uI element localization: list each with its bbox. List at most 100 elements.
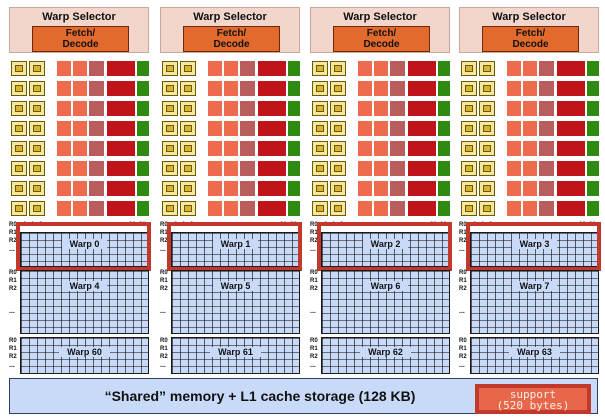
alu-block — [507, 181, 521, 196]
alu-block — [224, 61, 238, 76]
alu-block — [438, 201, 450, 216]
load-store-unit — [162, 101, 178, 116]
load-store-unit — [479, 101, 495, 116]
alu-block — [557, 61, 585, 76]
support-label: support — [509, 388, 557, 401]
alu-block — [57, 161, 71, 176]
register-ellipsis: ... — [459, 246, 465, 253]
warp-label-row: Warp 61 — [172, 347, 299, 357]
warp-label: Warp 0 — [61, 239, 108, 249]
exec-row — [310, 179, 450, 197]
exec-row — [9, 139, 149, 157]
exec-row — [310, 99, 450, 117]
load-store-unit — [312, 121, 328, 136]
exec-row — [9, 99, 149, 117]
alu-block — [390, 121, 405, 136]
warp-label-row: Warp 1 — [172, 239, 299, 249]
register-label: R0 — [459, 270, 467, 276]
warp-label: Warp 62 — [360, 347, 411, 357]
register-ellipsis: ... — [160, 308, 166, 315]
register-ellipsis: ... — [9, 246, 15, 253]
alu-block — [208, 141, 222, 156]
load-store-unit — [29, 61, 45, 76]
register-label: R0 — [310, 270, 318, 276]
load-store-unit — [461, 101, 477, 116]
fetch-decode-block: Fetch/Decode — [32, 26, 129, 52]
alu-block — [523, 101, 537, 116]
exec-row — [160, 99, 300, 117]
alu-block — [208, 101, 222, 116]
register-label: R1 — [9, 230, 17, 236]
alu-block — [107, 141, 135, 156]
load-store-unit — [11, 181, 27, 196]
load-store-unit — [11, 161, 27, 176]
alu-block — [258, 181, 286, 196]
alu-block — [557, 101, 585, 116]
warp-register-grid: Warp 60 — [20, 337, 149, 374]
load-store-unit — [312, 61, 328, 76]
alu-block — [374, 161, 388, 176]
alu-block — [57, 181, 71, 196]
load-store-unit — [180, 201, 196, 216]
warp-selector-label: Warp Selector — [343, 11, 417, 23]
load-store-unit — [29, 161, 45, 176]
alu-block — [408, 61, 436, 76]
register-label: R1 — [160, 346, 168, 352]
alu-block — [408, 121, 436, 136]
register-label: R2 — [459, 238, 467, 244]
load-store-unit — [479, 181, 495, 196]
register-ellipsis: ... — [310, 362, 316, 369]
register-label: R2 — [459, 354, 467, 360]
execution-units — [9, 56, 149, 218]
alu-block — [539, 141, 554, 156]
alu-block — [288, 161, 300, 176]
warp-label: Warp 63 — [509, 347, 560, 357]
alu-block — [390, 81, 405, 96]
alu-block — [438, 161, 450, 176]
alu-block — [89, 161, 104, 176]
alu-block — [539, 201, 554, 216]
alu-block — [57, 61, 71, 76]
load-store-unit — [330, 101, 346, 116]
alu-block — [539, 121, 554, 136]
load-store-unit — [330, 161, 346, 176]
alu-block — [374, 121, 388, 136]
alu-block — [107, 161, 135, 176]
alu-block — [539, 101, 554, 116]
alu-block — [358, 121, 372, 136]
load-store-unit — [330, 201, 346, 216]
register-label: R2 — [160, 286, 168, 292]
register-label: R2 — [310, 238, 318, 244]
alu-block — [258, 201, 286, 216]
register-label: R2 — [459, 286, 467, 292]
register-label: R1 — [160, 278, 168, 284]
exec-row — [160, 139, 300, 157]
register-label: R1 — [310, 278, 318, 284]
exec-row — [459, 159, 599, 177]
register-label: R1 — [459, 278, 467, 284]
alu-block — [89, 81, 104, 96]
warp-selector-label: Warp Selector — [492, 11, 566, 23]
exec-row — [160, 179, 300, 197]
alu-block — [288, 81, 300, 96]
execution-units — [459, 56, 599, 218]
alu-block — [258, 61, 286, 76]
warp-register-grid: Warp 62 — [321, 337, 450, 374]
warp-label: Warp 4 — [61, 281, 108, 291]
register-label: R0 — [160, 338, 168, 344]
alu-block — [523, 181, 537, 196]
load-store-unit — [479, 201, 495, 216]
exec-row — [9, 59, 149, 77]
warp-register-grid: Warp 4 — [20, 270, 149, 334]
load-store-unit — [312, 81, 328, 96]
alu-block — [208, 81, 222, 96]
load-store-unit — [312, 201, 328, 216]
alu-block — [107, 181, 135, 196]
alu-block — [57, 141, 71, 156]
alu-block — [539, 61, 554, 76]
exec-row — [160, 59, 300, 77]
register-label: R0 — [9, 222, 17, 228]
warp-label: Warp 61 — [210, 347, 261, 357]
alu-block — [507, 101, 521, 116]
